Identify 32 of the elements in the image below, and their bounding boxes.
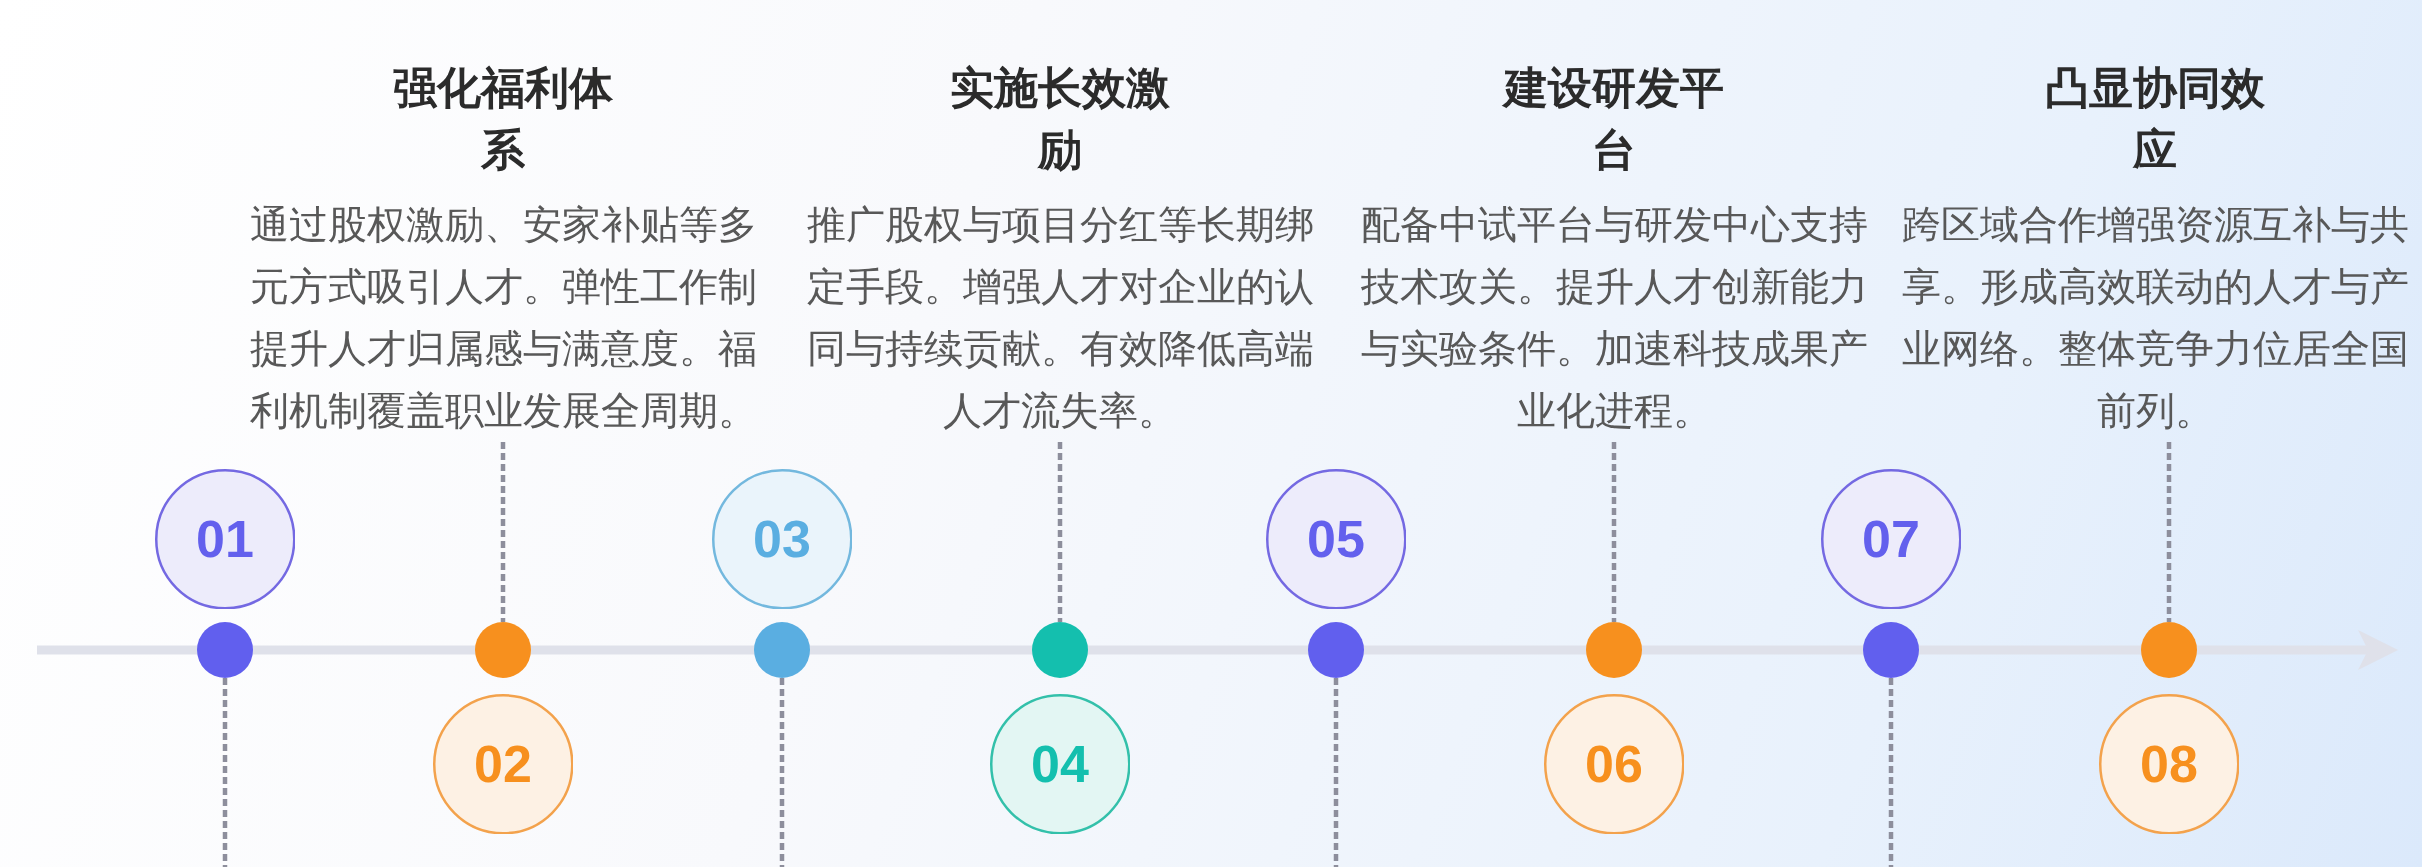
heading: 建设研发平台 xyxy=(1501,62,1725,176)
leader-line xyxy=(1888,678,1894,867)
leader-line xyxy=(1611,442,1617,622)
leader-line xyxy=(2166,442,2172,622)
leader-line xyxy=(500,442,506,622)
leader-line xyxy=(1333,678,1339,867)
heading: 凸显协同效应 xyxy=(2044,62,2266,176)
timeline-dot xyxy=(1032,622,1088,678)
timeline-dot xyxy=(754,622,810,678)
heading: 强化福利体系 xyxy=(392,62,614,176)
leader-line xyxy=(222,678,228,867)
number-circle: 05 xyxy=(1265,468,1407,610)
number-circle: 08 xyxy=(2098,693,2240,835)
description: 通过股权激励、安家补贴等多元方式吸引人才。弹性工作制提升人才归属感与满意度。福利机制覆盖职业发展全周期。 xyxy=(248,202,758,434)
heading: 实施长效激励 xyxy=(949,62,1171,176)
timeline-dot xyxy=(1308,622,1364,678)
timeline-dot xyxy=(197,622,253,678)
number-circle: 06 xyxy=(1543,693,1685,835)
number-circle: 01 xyxy=(154,468,296,610)
timeline-dot xyxy=(1586,622,1642,678)
number-circle: 03 xyxy=(711,468,853,610)
description: 跨区域合作增强资源互补与共享。形成高效联动的人才与产业网络。整体竞争力位居全国前列。 xyxy=(1900,202,2410,434)
leader-line xyxy=(779,678,785,867)
timeline-dot xyxy=(1863,622,1919,678)
number-circle: 02 xyxy=(432,693,574,835)
number-circle: 04 xyxy=(989,693,1131,835)
leader-line xyxy=(1057,442,1063,622)
description: 配备中试平台与研发中心支持技术攻关。提升人才创新能力与实验条件。加速科技成果产业化进程。 xyxy=(1359,202,1869,434)
timeline-dot xyxy=(475,622,531,678)
number-circle: 07 xyxy=(1820,468,1962,610)
timeline-dot xyxy=(2141,622,2197,678)
description: 推广股权与项目分红等长期绑定手段。增强人才对企业的认同与持续贡献。有效降低高端人才流失率。 xyxy=(805,202,1315,434)
